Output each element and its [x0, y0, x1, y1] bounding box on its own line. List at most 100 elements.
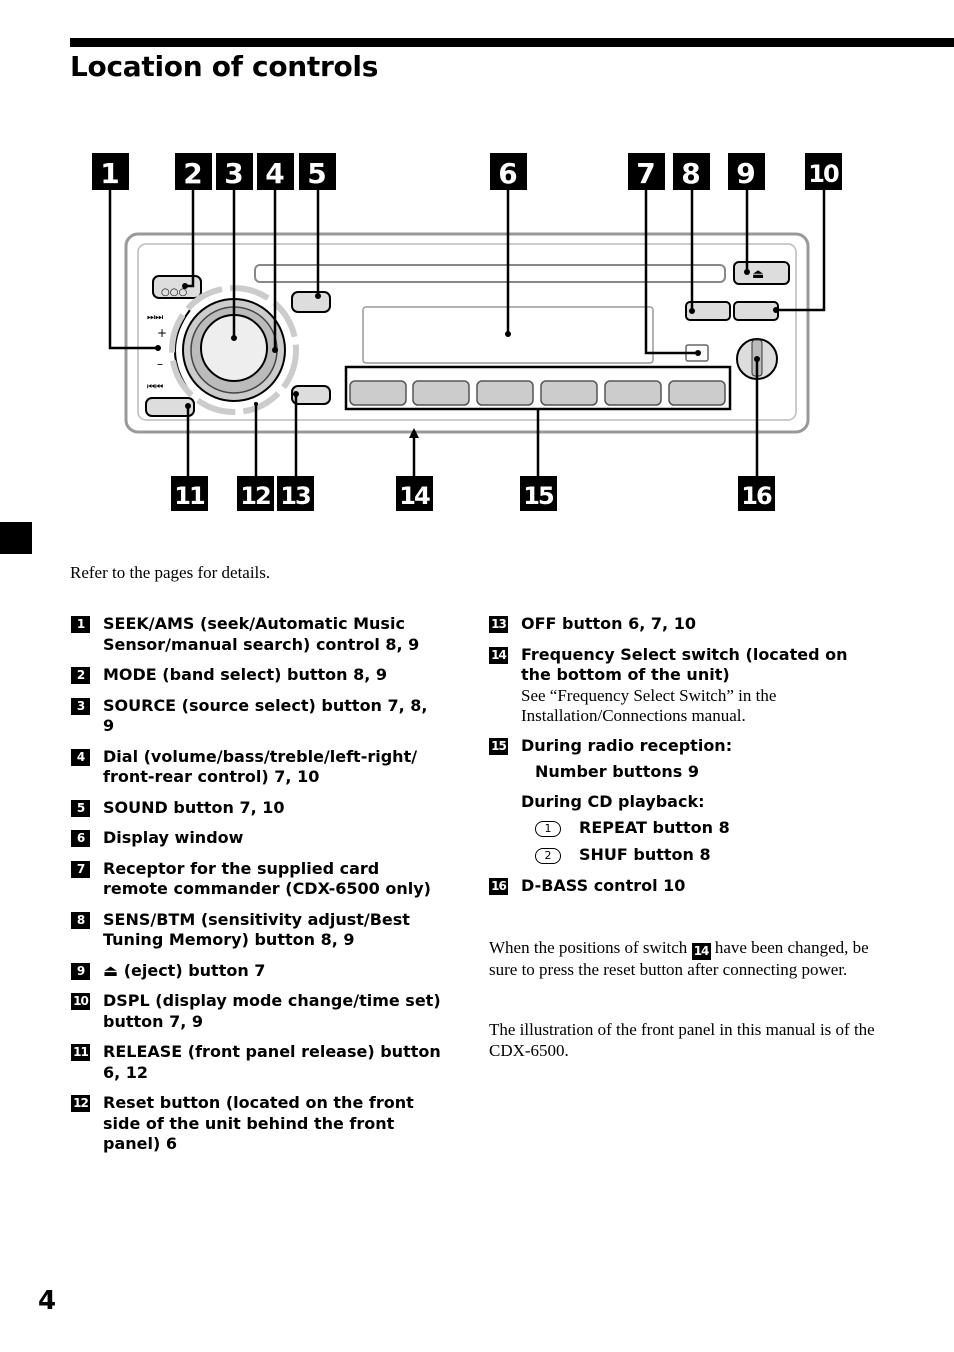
item-number: 15: [489, 737, 508, 755]
callout-10: 10: [805, 153, 842, 190]
item-label: Receptor for the supplied card remote co…: [103, 858, 431, 899]
list-item: 16 D-BASS control 10: [489, 876, 879, 897]
list-item: 11 RELEASE (front panel release) button 6…: [71, 1042, 443, 1083]
note-text: When the positions of switch: [489, 938, 688, 957]
callout-11: 11: [171, 476, 208, 511]
svg-text:12: 12: [240, 482, 270, 510]
list-item: 13 OFF button 6, 7, 10: [489, 614, 879, 635]
mode-button[interactable]: [152, 275, 202, 299]
item-number: 4: [71, 748, 90, 766]
item-number: 7: [71, 860, 90, 878]
svg-text:1: 1: [100, 157, 119, 190]
svg-text:3: 3: [224, 157, 243, 190]
svg-text:2: 2: [183, 157, 202, 190]
item-label: DSPL (display mode change/time set) butt…: [103, 991, 441, 1031]
list-item: 7 Receptor for the supplied card remote c…: [71, 859, 443, 900]
item-label: OFF button 6, 7, 10: [521, 614, 696, 633]
svg-text:16: 16: [741, 482, 772, 510]
callout-9: 9: [728, 153, 765, 190]
cd-item-label: SHUF button 8: [579, 845, 711, 864]
item-number: 14: [489, 646, 508, 664]
item-number: 1: [71, 616, 90, 633]
seek-down-label: ⏮⏮: [147, 382, 163, 392]
callout-8: 8: [673, 153, 710, 190]
cd-slot: [254, 264, 726, 283]
list-item: 10 DSPL (display mode change/time set) bu…: [71, 991, 443, 1032]
list-item: 8 SENS/BTM (sensitivity adjust/Best Tunin…: [71, 910, 443, 951]
sound-button[interactable]: [291, 291, 331, 313]
svg-text:13: 13: [280, 482, 310, 510]
inline-callout: 14: [691, 943, 711, 960]
cd-playback-heading: During CD playback:: [521, 792, 705, 811]
item-number: 10: [71, 993, 90, 1010]
svg-text:7: 7: [636, 157, 655, 190]
item-number: 16: [489, 878, 508, 895]
page-number: 4: [38, 1286, 57, 1316]
header-rule: [70, 38, 954, 47]
note-text: have been changed, be sure to press the …: [489, 938, 869, 979]
callout-14: 14: [396, 476, 433, 511]
item-label: D-BASS control 10: [521, 876, 686, 895]
list-item: 9 ⏏ (eject) button 7: [71, 961, 443, 982]
svg-text:5: 5: [307, 157, 326, 190]
sens-btm-button[interactable]: [685, 301, 731, 321]
frequency-switch-arrow: [409, 428, 419, 438]
plus-label: +: [157, 326, 167, 340]
page-title: Location of controls: [70, 50, 379, 83]
intro-text: Refer to the pages for details.: [70, 563, 271, 582]
cd-item-label: REPEAT button 8: [579, 818, 730, 837]
callout-5: 5: [299, 153, 336, 190]
item-label: SOURCE (source select) button 7, 8, 9: [103, 695, 428, 736]
list-item: 6 Display window: [71, 828, 443, 849]
callout-15: 15: [520, 476, 557, 511]
item-label: MODE (band select) button 8, 9: [103, 665, 388, 684]
item-number: 2: [71, 667, 90, 684]
item-number: 11: [71, 1044, 90, 1061]
item-label: SENS/BTM (sensitivity adjust/Best Tuning…: [103, 909, 410, 950]
reset-note: When the positions of switch 14 have bee…: [489, 938, 889, 981]
item-number: 5: [71, 799, 90, 817]
item-number: 6: [71, 830, 90, 847]
item-number: 9: [71, 962, 90, 980]
item-number: 13: [489, 616, 508, 633]
item-label: ⏏ (eject) button 7: [103, 960, 266, 980]
cd-item: 1 REPEAT button 8: [521, 818, 879, 839]
cd-item: 2 SHUF button 8: [521, 845, 879, 866]
number-buttons[interactable]: [349, 380, 726, 406]
illustration-note: The illustration of the front panel in t…: [489, 1020, 875, 1060]
item-label: RELEASE (front panel release) button 6, …: [103, 1042, 441, 1082]
list-item: 3 SOURCE (source select) button 7, 8, 9: [71, 696, 443, 737]
off-button[interactable]: [291, 385, 331, 405]
dspl-button[interactable]: [733, 301, 779, 321]
item-number: 8: [71, 911, 90, 929]
svg-text:6: 6: [498, 157, 517, 190]
callout-7: 7: [628, 153, 665, 190]
svg-text:14: 14: [399, 482, 430, 510]
eject-icon: ⏏: [752, 267, 764, 282]
svg-text:11: 11: [174, 482, 205, 510]
seek-up-label: ⏭⏭: [147, 313, 163, 323]
circled-number: 2: [535, 848, 561, 864]
callout-2: 2: [175, 153, 212, 190]
callout-12: 12: [237, 476, 274, 511]
minus-label: –: [157, 357, 163, 371]
svg-text:4: 4: [265, 157, 284, 190]
release-button[interactable]: [145, 397, 195, 417]
svg-text:9: 9: [736, 157, 755, 190]
callout-6: 6: [490, 153, 527, 190]
circled-number: 1: [535, 821, 561, 837]
section-tab-marker: [0, 522, 32, 554]
item-number: 3: [71, 697, 90, 715]
callout-lines: [108, 190, 826, 476]
svg-text:10: 10: [808, 160, 839, 188]
item-label: Display window: [103, 828, 244, 847]
item-label: During radio reception:: [521, 735, 733, 755]
front-panel-diagram: ○○○ ⏏ ⏭⏭ + – ⏮⏮: [92, 153, 842, 511]
